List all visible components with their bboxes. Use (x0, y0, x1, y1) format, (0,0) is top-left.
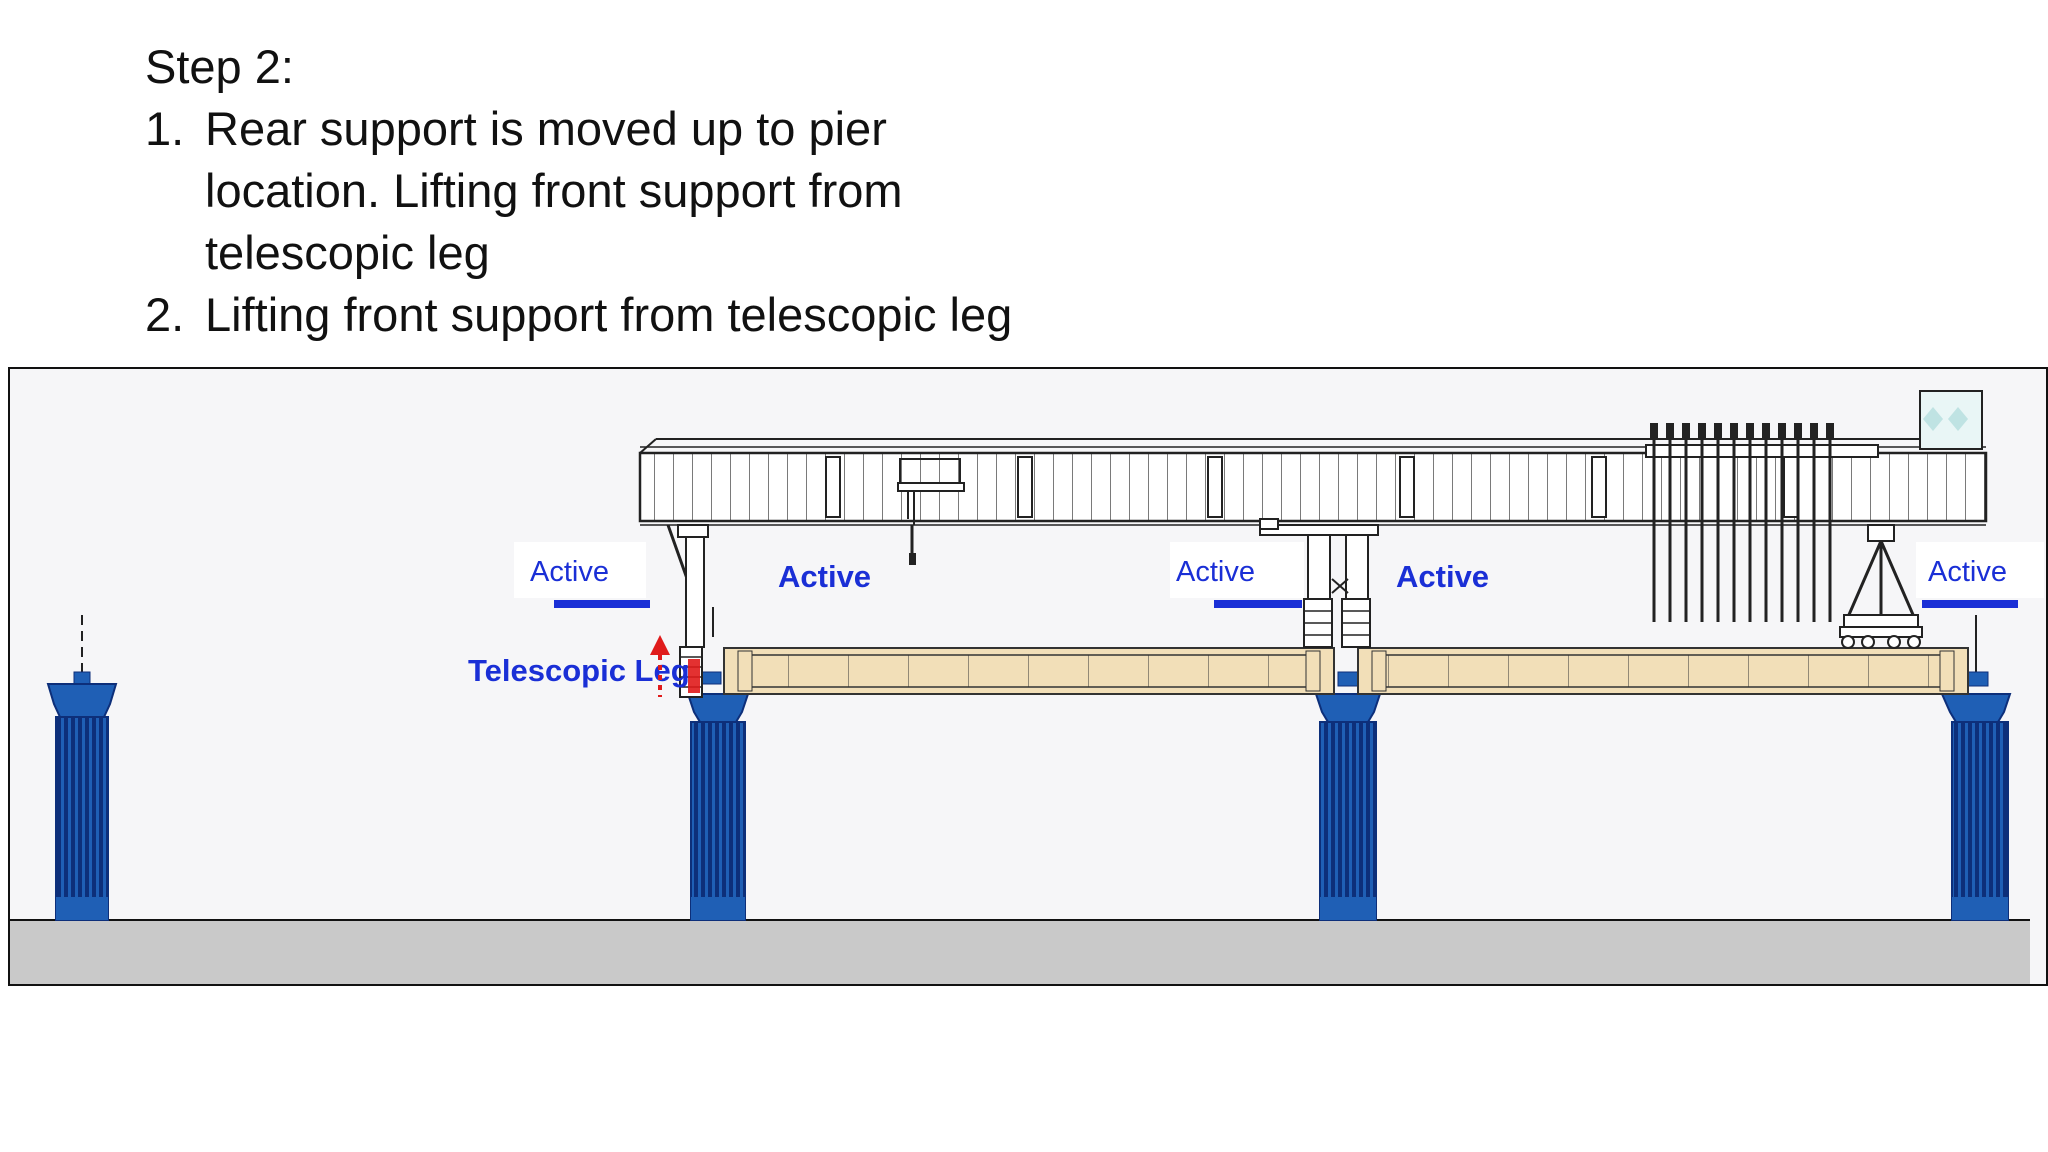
launching-girder (638, 438, 1988, 526)
step-2-line-1: Lifting front support from telescopic le… (205, 288, 1013, 341)
deck-span-2 (1357, 647, 1969, 695)
pier-2 (686, 671, 750, 921)
middle-support (1259, 518, 1379, 648)
active-label-girder-mid: Active (1396, 559, 1489, 594)
active-label-mid-text: Active (1176, 556, 1255, 588)
telescopic-leg-label: Telescopic Leg (468, 653, 690, 688)
active-label-left: Active (514, 542, 650, 608)
pier-3 (1314, 671, 1382, 921)
step-number-1: 1. (145, 102, 185, 155)
diagram-svg: Active Active Active Active Active Teles… (8, 367, 2048, 986)
pier-4 (1940, 615, 2012, 921)
active-label-left-text: Active (530, 556, 609, 588)
active-label-girder-left: Active (778, 559, 871, 594)
deck-span-1 (723, 647, 1335, 695)
lift-arrow-icon (650, 635, 670, 697)
pier-1 (46, 615, 118, 921)
step-1-line-2: location. Lifting front support from (205, 164, 903, 217)
active-label-right-text: Active (1928, 556, 2007, 588)
step-number-2: 2. (145, 288, 185, 341)
active-label-right: Active (1916, 542, 2044, 608)
step-list: 1. Rear support is moved up to pier loca… (145, 98, 1012, 346)
strand-bundle (1645, 423, 1879, 622)
step-item-1: 1. Rear support is moved up to pier loca… (145, 98, 1012, 284)
rear-support-leg (666, 524, 714, 698)
launching-gantry-diagram: Active Active Active Active Active Teles… (8, 367, 2048, 987)
control-cabin (1919, 390, 1983, 450)
step-item-2: 2. Lifting front support from telescopic… (145, 284, 1012, 346)
step-1-line-3: telescopic leg (205, 226, 490, 279)
step-heading: Step 2: (145, 40, 294, 93)
step-1-line-1: Rear support is moved up to pier (205, 102, 887, 155)
winch-trolley (897, 458, 965, 565)
ground-slab (10, 919, 2030, 984)
front-support (1839, 524, 1923, 649)
active-label-mid: Active (1170, 542, 1304, 608)
instruction-text: Step 2: 1. Rear support is moved up to p… (145, 36, 1012, 346)
